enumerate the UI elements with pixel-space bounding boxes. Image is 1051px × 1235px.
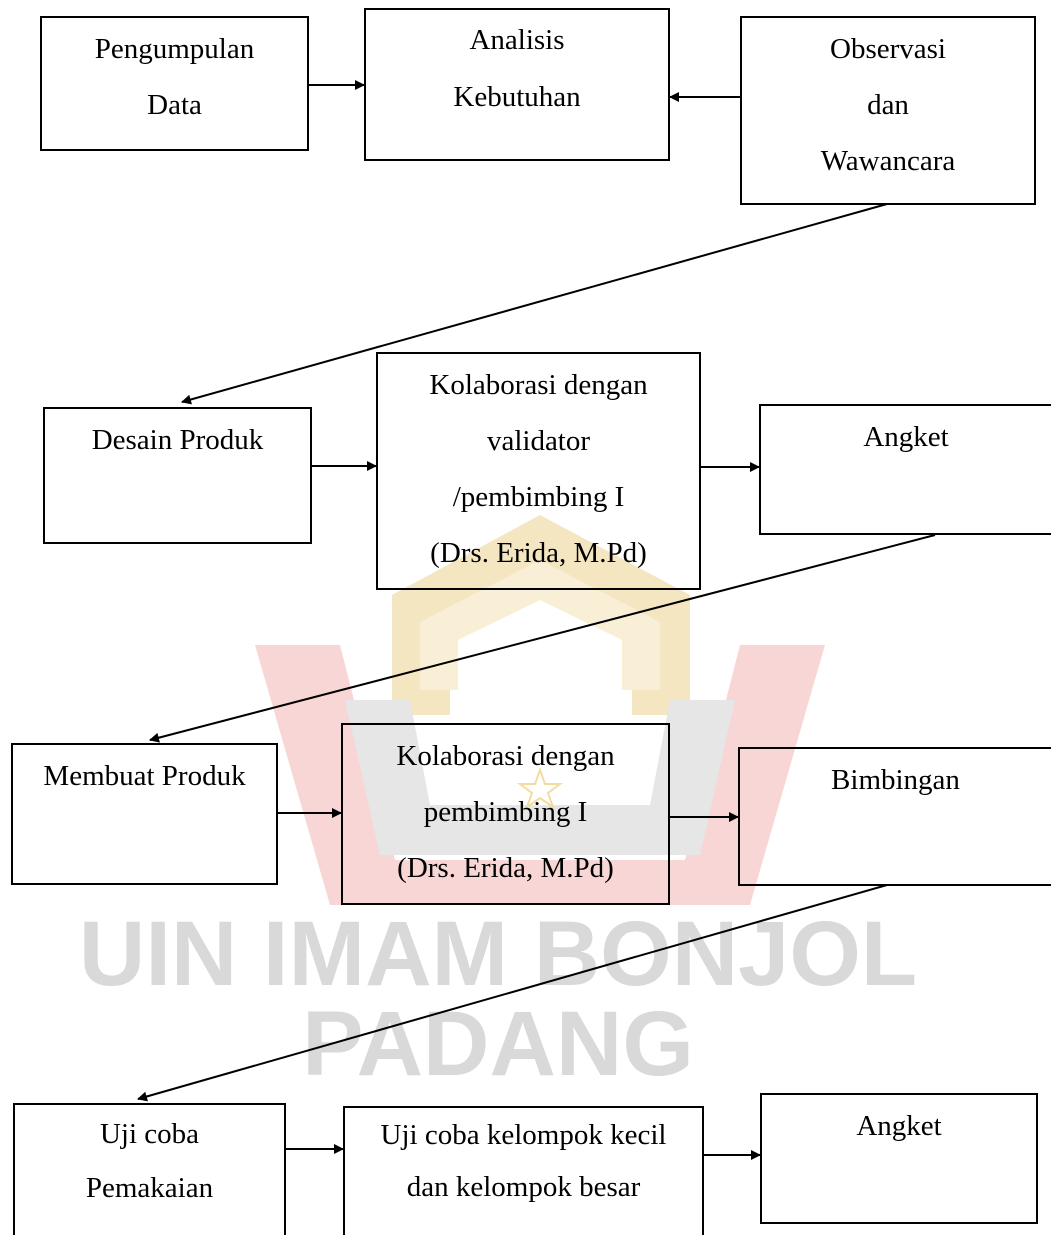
node-label: Kolaborasi dengan <box>429 369 648 401</box>
node-label: Desain Produk <box>91 424 264 456</box>
node-label: Data <box>147 89 202 121</box>
node-label: dan kelompok besar <box>406 1171 641 1203</box>
node-desain-produk: Desain Produk <box>43 407 312 544</box>
node-membuat-produk: Membuat Produk <box>11 743 278 885</box>
node-uji-coba-pemakaian: Uji coba Pemakaian <box>13 1103 286 1235</box>
node-label: Angket <box>863 421 949 453</box>
arrow-observasi-to-desain <box>181 203 888 405</box>
node-label: validator <box>486 425 591 457</box>
node-label: Bimbingan <box>831 764 960 796</box>
node-kolaborasi-pembimbing: Kolaborasi dengan pembimbing I (Drs. Eri… <box>341 723 670 905</box>
node-observasi-wawancara: Observasi dan Wawancara <box>740 16 1036 205</box>
node-label: Uji coba <box>99 1118 200 1150</box>
node-label: /pembimbing I <box>452 481 625 513</box>
arrow-bimbingan-to-uji-coba <box>137 884 888 1102</box>
watermark-logo <box>255 515 825 905</box>
node-bimbingan: Bimbingan <box>738 747 1051 886</box>
node-label: (Drs. Erida, M.Pd) <box>430 537 647 569</box>
watermark-line-2: PADANG <box>302 993 694 1095</box>
node-label: Wawancara <box>820 145 956 177</box>
node-label: dan <box>867 89 909 121</box>
node-label: Pemakaian <box>85 1172 214 1204</box>
node-kolaborasi-validator: Kolaborasi dengan validator /pembimbing … <box>376 352 701 590</box>
watermark-line-1: UIN IMAM BONJOL <box>79 903 917 1005</box>
node-label: Analisis <box>469 24 565 56</box>
node-label: Angket <box>856 1110 942 1142</box>
node-label: Observasi <box>830 33 946 65</box>
node-angket-1: Angket <box>759 404 1051 535</box>
node-label: Uji coba kelompok kecil <box>380 1119 667 1151</box>
node-label: (Drs. Erida, M.Pd) <box>397 852 614 884</box>
node-analisis-kebutuhan: Analisis Kebutuhan <box>364 8 670 161</box>
node-label: Kebutuhan <box>453 81 581 113</box>
node-label: Kolaborasi dengan <box>396 740 615 772</box>
node-angket-2: Angket <box>760 1093 1038 1224</box>
node-pengumpulan-data: Pengumpulan Data <box>40 16 309 151</box>
node-uji-coba-kelompok: Uji coba kelompok kecil dan kelompok bes… <box>343 1106 704 1235</box>
arrow-angket-to-membuat-produk <box>149 534 936 743</box>
node-label: Membuat Produk <box>43 760 246 792</box>
node-label: Pengumpulan <box>94 33 255 65</box>
node-label: pembimbing I <box>423 796 588 828</box>
